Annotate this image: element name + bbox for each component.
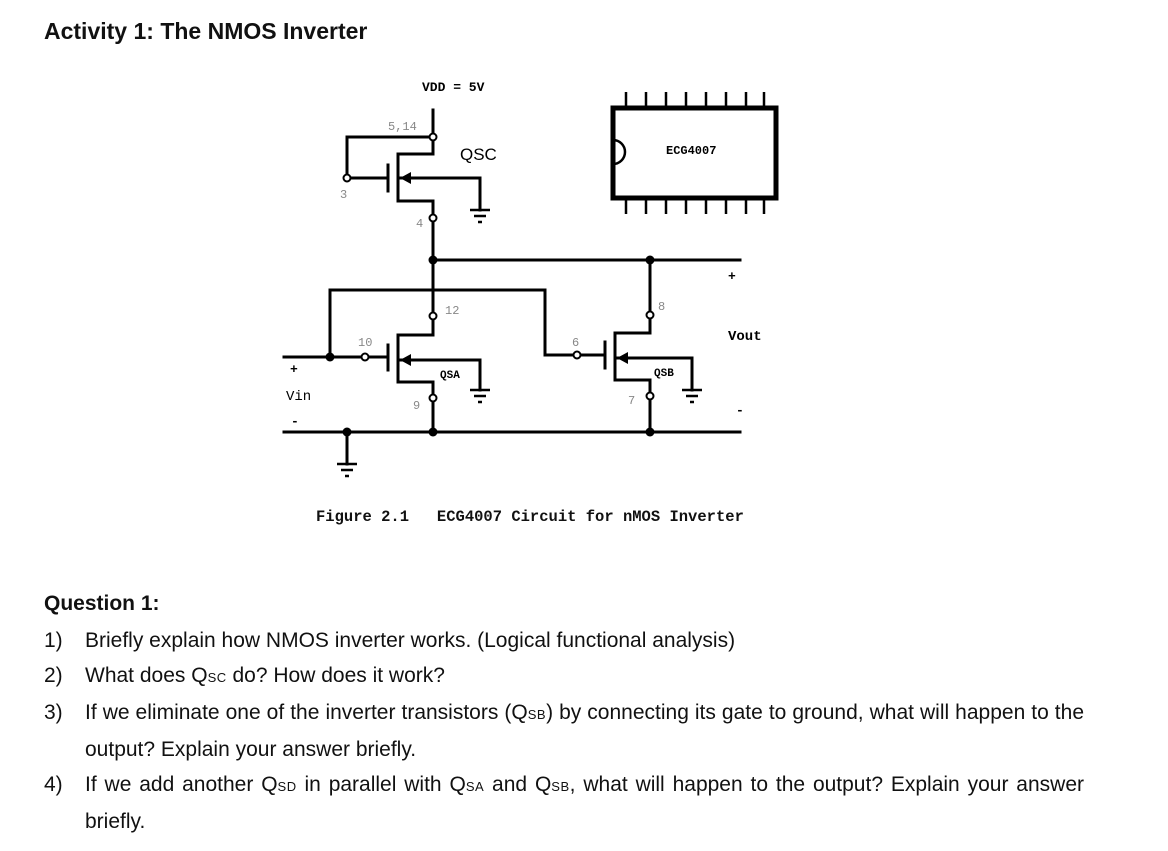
pin-circle — [428, 132, 438, 142]
question-list: 1) Briefly explain how NMOS inverter wor… — [44, 623, 1084, 839]
question-text: Briefly explain how NMOS inverter works.… — [85, 629, 736, 652]
question-number: 3) — [44, 701, 63, 724]
junction-dot — [342, 427, 352, 437]
question-item: 4) If we add another QSD in parallel wit… — [44, 767, 1084, 839]
junction-dot — [325, 352, 335, 362]
pin-label: 12 — [445, 304, 459, 318]
qsc-label: QSC — [460, 145, 497, 164]
question-item: 2) What does QSC do? How does it work? — [44, 658, 1084, 695]
nmos-inverter-circuit-diagram: VDD = 5V ECG4007 QSC QSA QSB 5,14 3 4 12… — [282, 80, 779, 478]
qsa-arrow — [400, 354, 411, 366]
vout-plus: + — [728, 269, 736, 284]
pin-circle — [428, 311, 438, 321]
qsc-arrow — [400, 172, 411, 184]
pin-label: 5,14 — [388, 120, 417, 134]
question-text: If we add another QSD in parallel with Q… — [85, 773, 1084, 833]
pin-circle — [645, 391, 655, 401]
pin-circle — [645, 310, 655, 320]
qsa-label: QSA — [440, 370, 460, 382]
pin-circle — [342, 173, 352, 183]
pin-label: 9 — [413, 399, 420, 413]
vout-label: Vout — [728, 329, 762, 345]
question-number: 4) — [44, 773, 63, 796]
ecg4007-chip — [610, 92, 779, 214]
pin-label: 4 — [416, 217, 423, 231]
pin-label: 3 — [340, 188, 347, 202]
qsb-label: QSB — [654, 368, 674, 380]
question-text: What does QSC do? How does it work? — [85, 664, 445, 687]
pin-label: 10 — [358, 336, 372, 350]
pin-label: 8 — [658, 300, 665, 314]
pin-circle — [428, 393, 438, 403]
question-number: 1) — [44, 629, 63, 652]
pin-circle — [360, 352, 370, 362]
vout-minus: - — [736, 403, 744, 418]
page-title: Activity 1: The NMOS Inverter — [44, 18, 368, 44]
question-item: 3) If we eliminate one of the inverter t… — [44, 695, 1084, 767]
question-number: 2) — [44, 664, 63, 687]
question-text: If we eliminate one of the inverter tran… — [85, 701, 1084, 761]
vin-plus: + — [290, 362, 298, 377]
vin-minus: - — [291, 414, 299, 429]
pin-circle — [572, 350, 582, 360]
figure-caption: Figure 2.1 ECG4007 Circuit for nMOS Inve… — [316, 508, 744, 526]
question-item: 1) Briefly explain how NMOS inverter wor… — [44, 623, 1084, 658]
pin-circle — [428, 213, 438, 223]
junction-dot — [428, 427, 438, 437]
pin-label: 7 — [628, 394, 635, 408]
junction-dot — [428, 255, 438, 265]
supply-label: VDD = 5V — [422, 80, 485, 95]
question-heading: Question 1: — [44, 592, 160, 615]
pin-label: 6 — [572, 336, 579, 350]
chip-label: ECG4007 — [666, 144, 716, 158]
vin-label: Vin — [286, 389, 311, 405]
junction-dot — [645, 255, 655, 265]
junction-dot — [645, 427, 655, 437]
qsb-arrow — [617, 352, 628, 364]
